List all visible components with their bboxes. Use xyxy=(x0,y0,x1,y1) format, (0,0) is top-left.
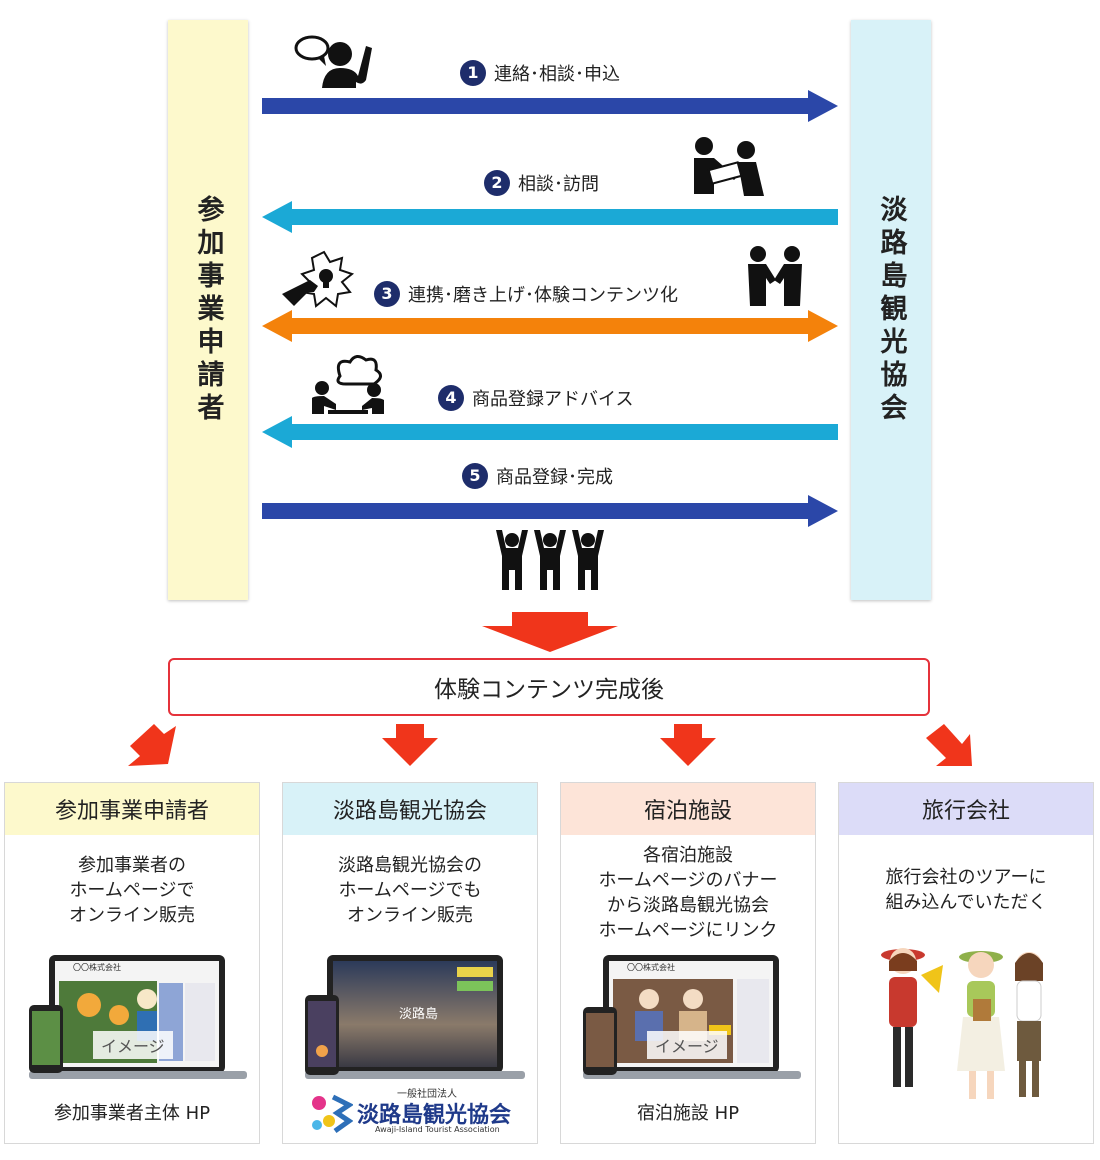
card-applicant-title: 参加事業申請者 xyxy=(5,783,259,835)
step-1-number: 1 xyxy=(460,60,486,86)
right-actor-column: 淡路島観光協会 xyxy=(851,20,931,600)
result-box: 体験コンテンツ完成後 xyxy=(168,658,930,716)
lodging-browser-title: 〇〇株式会社 xyxy=(627,963,675,972)
card-lodging: 宿泊施設 各宿泊施設 ホームページのバナー から淡路島観光協会 ホームページにリ… xyxy=(560,782,816,1144)
step-5-number: 5 xyxy=(462,463,488,489)
step-5-label: 5 商品登録･完成 xyxy=(462,463,613,489)
step-4-number: 4 xyxy=(438,385,464,411)
arrow-step-1 xyxy=(262,90,838,122)
handshake-meeting-icon xyxy=(694,137,764,196)
card-lodging-desc: 各宿泊施設 ホームページのバナー から淡路島観光協会 ホームページにリンク xyxy=(598,845,778,941)
browser-title: 〇〇株式会社 xyxy=(73,963,121,972)
card-applicant-footer: 参加事業者主体 HP xyxy=(53,1103,211,1124)
step-2-text: 相談･訪問 xyxy=(518,174,599,195)
right-actor-label: 淡路島観光協会 xyxy=(875,194,907,426)
card-arrow-3 xyxy=(660,724,716,766)
arrow-step-3 xyxy=(262,310,838,342)
laptop-mockup-association: 淡路島 xyxy=(305,955,525,1083)
handshake-icon xyxy=(748,246,802,306)
left-actor-label: 参加事業申請者 xyxy=(192,194,224,426)
step-1-label: 1 連絡･相談･申込 xyxy=(460,60,620,86)
card-arrow-2 xyxy=(382,724,438,766)
card-travel-agency: 旅行会社 旅行会社のツアーに 組み込んでいただく xyxy=(838,782,1094,1144)
card-arrow-4 xyxy=(926,724,972,766)
laptop-mockup: 〇〇株式会社 イメージ xyxy=(29,955,247,1083)
step-1-text: 連絡･相談･申込 xyxy=(494,64,620,85)
laptop-mockup-lodging: 〇〇株式会社 イメージ xyxy=(583,955,801,1083)
step-5-text: 商品登録･完成 xyxy=(496,467,613,488)
lodging-image-placeholder-label: イメージ xyxy=(647,1031,727,1059)
logo-small-text: 一般社団法人 xyxy=(397,1089,457,1100)
idea-hand-icon xyxy=(282,250,355,308)
association-logo-mark xyxy=(312,1094,353,1134)
image-placeholder-label: イメージ xyxy=(93,1031,173,1059)
tour-guide-illustration xyxy=(881,948,1043,1099)
step-4-label: 4 商品登録アドバイス xyxy=(438,385,633,411)
card-lodging-footer: 宿泊施設 HP xyxy=(636,1103,740,1124)
down-arrow-main xyxy=(482,612,618,652)
card-agency-desc: 旅行会社のツアーに 組み込んでいただく xyxy=(885,867,1047,913)
hero-text: 淡路島 xyxy=(399,1007,439,1022)
association-logo: 一般社団法人 淡路島観光協会 Awaji-Island Tourist Asso… xyxy=(309,1085,519,1137)
step-3-label: 3 連携･磨き上げ･体験コンテンツ化 xyxy=(374,281,678,307)
step-2-label: 2 相談･訪問 xyxy=(484,170,599,196)
flow-arrows xyxy=(262,35,838,652)
arrow-step-5 xyxy=(262,495,838,527)
logo-main-text: 淡路島観光協会 xyxy=(357,1103,512,1128)
card-applicant-desc: 参加事業者の ホームページで オンライン販売 xyxy=(69,855,195,926)
speech-person-icon xyxy=(294,35,372,88)
card-tourist-association: 淡路島観光協会 淡路島観光協会の ホームページでも オンライン販売 淡路島 xyxy=(282,782,538,1144)
arrow-step-2 xyxy=(262,201,838,233)
group-discussion-icon xyxy=(312,355,384,414)
card-agency-title: 旅行会社 xyxy=(839,783,1093,835)
step-3-text: 連携･磨き上げ･体験コンテンツ化 xyxy=(408,285,678,306)
step-4-text: 商品登録アドバイス xyxy=(472,389,634,410)
left-actor-column: 参加事業申請者 xyxy=(168,20,248,600)
card-arrow-1 xyxy=(128,724,176,766)
card-lodging-title: 宿泊施設 xyxy=(561,783,815,835)
arrow-step-4 xyxy=(262,416,838,448)
step-2-number: 2 xyxy=(484,170,510,196)
step-3-number: 3 xyxy=(374,281,400,307)
card-association-title: 淡路島観光協会 xyxy=(283,783,537,835)
card-applicant: 参加事業申請者 参加事業者の ホームページで オンライン販売 〇〇株式会社 イメ… xyxy=(4,782,260,1144)
result-box-label: 体験コンテンツ完成後 xyxy=(434,677,664,703)
cheering-people-icon xyxy=(496,530,604,590)
card-arrows xyxy=(128,724,972,766)
card-association-desc: 淡路島観光協会の ホームページでも オンライン販売 xyxy=(338,855,482,926)
logo-english-text: Awaji-Island Tourist Association xyxy=(375,1125,500,1134)
